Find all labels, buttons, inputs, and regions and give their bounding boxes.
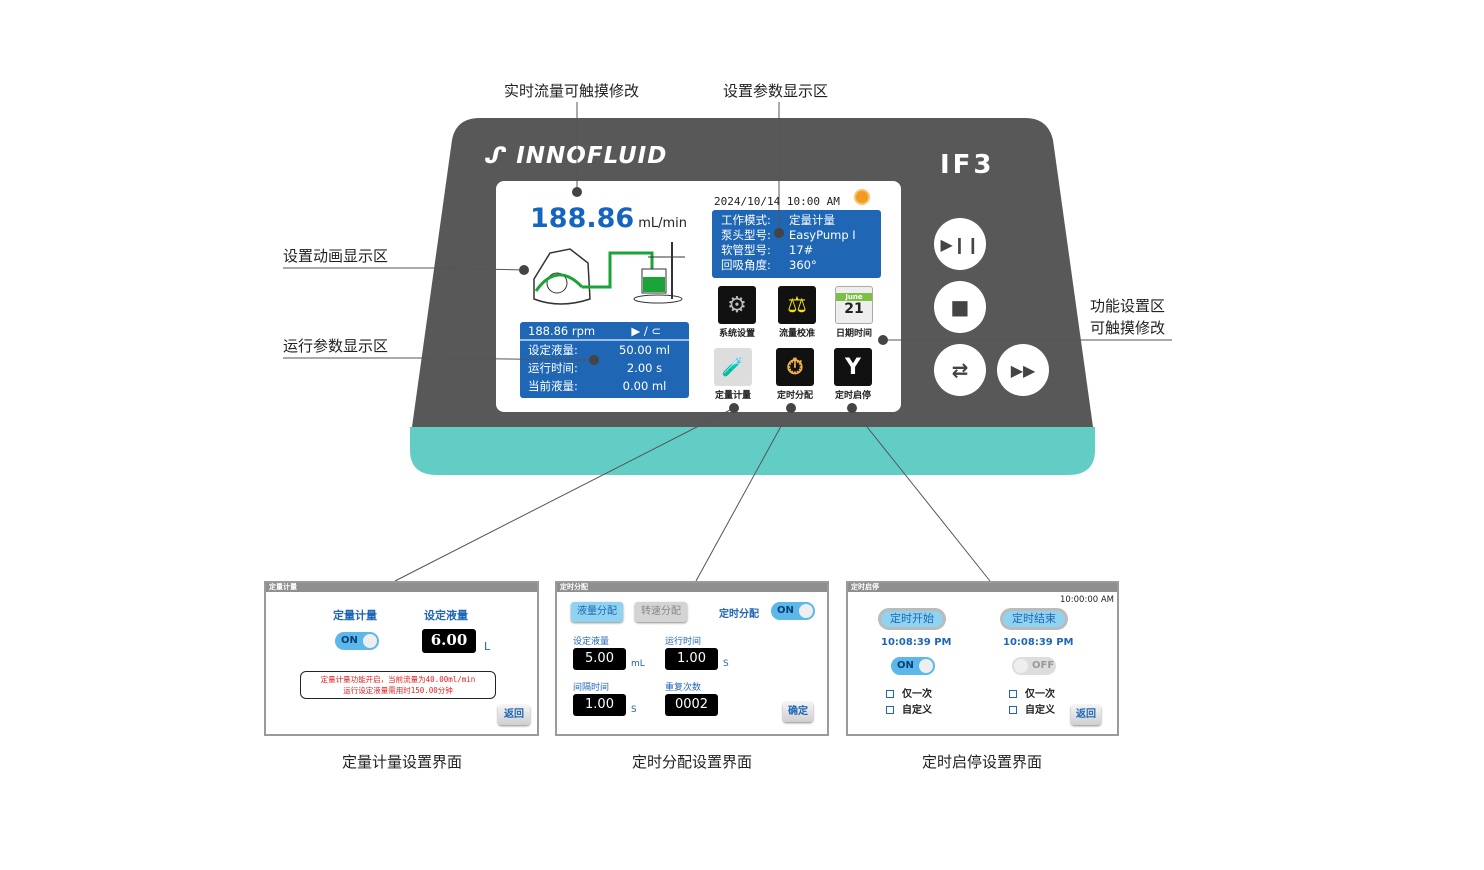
fast-forward-icon: ▶▶: [1010, 360, 1036, 380]
scale-icon: ⚖: [778, 286, 816, 324]
end-toggle[interactable]: OFF: [1012, 657, 1056, 675]
run-time-unit: S: [723, 659, 729, 669]
run-state: ▶ / ⊂: [631, 324, 661, 338]
model-label: IF3: [940, 150, 995, 180]
param-row: 回吸角度:360°: [721, 258, 817, 272]
run-row: 当前液量:0.00 ml: [528, 379, 667, 393]
func-dosing[interactable]: 🧪定量计量: [709, 348, 757, 401]
caption-dosing: 定量计量设置界面: [341, 753, 462, 771]
stopwatch-icon: ⏱: [776, 348, 814, 386]
func-system-settings[interactable]: ⚙系统设置: [713, 286, 761, 339]
start-custom-checkbox[interactable]: 自定义: [886, 701, 932, 716]
volume-input[interactable]: 6.00: [422, 629, 476, 653]
param-row: 软管型号:17#: [721, 243, 814, 257]
alarm-clock-icon[interactable]: [854, 189, 870, 205]
dosing-panel: 定量计量 定量计量 设定液量 ON 6.00 L 定量计量功能开启，当前流量为4…: [264, 581, 539, 736]
callout-run-param-display: 运行参数显示区: [283, 337, 389, 355]
run-param-display: 188.86 rpm ▶ / ⊂ 设定液量:50.00 ml 运行时间:2.00 …: [520, 322, 689, 398]
tab-volume-dispense[interactable]: 液量分配: [571, 602, 623, 622]
pump-animation: [533, 242, 685, 305]
func-flow-calibration[interactable]: ⚖流量校准: [773, 286, 821, 339]
repeat-label: 重复次数: [665, 683, 702, 693]
brand-logo: ᔑ INNOFLUID: [485, 143, 668, 169]
back-button[interactable]: 返回: [498, 705, 530, 725]
clock-readout: 10:00:00 AM: [1059, 595, 1114, 605]
run-row: 设定液量:50.00 ml: [528, 343, 670, 357]
param-display: 工作模式:定量计量 泵头型号:EasyPump I 软管型号:17# 回吸角度:…: [712, 210, 881, 278]
caption-timed-start-stop: 定时启停设置界面: [921, 753, 1042, 771]
confirm-button[interactable]: 确定: [783, 702, 813, 722]
timed-dispense-panel: 定时分配 液量分配 转速分配 定时分配 ON 设定液量 5.00 mL 运行时间…: [555, 581, 829, 736]
repeat-input[interactable]: 0002: [665, 694, 718, 716]
start-toggle[interactable]: ON: [891, 657, 935, 675]
timed-dispense-toggle[interactable]: ON: [771, 602, 815, 620]
panel-header: 定时启停: [848, 583, 1117, 592]
end-once-checkbox[interactable]: 仅一次: [1009, 685, 1055, 700]
panel-header: 定量计量: [266, 583, 537, 592]
rpm-value: 188.86 rpm: [528, 324, 596, 338]
device-base: [410, 427, 1095, 475]
set-volume-input[interactable]: 5.00: [573, 648, 626, 670]
callout-realtime-flow: 实时流量可触摸修改: [504, 82, 640, 100]
flask-icon: 🧪: [714, 348, 752, 386]
callout-function-area-touch: 可触摸修改: [1090, 319, 1166, 337]
stop-icon: ■: [950, 295, 970, 319]
param-row: 泵头型号:EasyPump I: [721, 228, 856, 242]
start-once-checkbox[interactable]: 仅一次: [886, 685, 932, 700]
run-time-label: 运行时间: [665, 637, 702, 647]
caption-timed-dispense: 定时分配设置界面: [631, 753, 752, 771]
play-pause-icon: ▶❙❙: [940, 234, 980, 254]
callout-function-area: 功能设置区: [1090, 297, 1166, 315]
func-timed-dispense[interactable]: ⏱定时分配: [771, 348, 819, 401]
end-custom-checkbox[interactable]: 自定义: [1009, 701, 1055, 716]
tab-speed-dispense[interactable]: 转速分配: [635, 602, 687, 622]
timed-dispense-toggle-label: 定时分配: [719, 609, 759, 620]
volume-unit: L: [484, 640, 491, 653]
dosing-toggle[interactable]: ON: [335, 632, 379, 650]
logo-icon: ᔑ: [485, 143, 517, 169]
fast-forward-button[interactable]: ▶▶: [997, 344, 1049, 396]
timed-start-button[interactable]: 定时开始: [878, 608, 946, 630]
set-volume-label: 设定液量: [573, 637, 610, 647]
gear-icon: ⚙: [718, 286, 756, 324]
clock-icon: Y: [834, 348, 872, 386]
timed-start-stop-panel: 定时启停 10:00:00 AM 定时开始 10:08:39 PM ON 仅一次…: [846, 581, 1119, 736]
play-pause-button[interactable]: ▶❙❙: [934, 218, 986, 270]
end-time[interactable]: 10:08:39 PM: [1003, 637, 1074, 648]
interval-unit: S: [631, 705, 637, 715]
back-button[interactable]: 返回: [1071, 705, 1101, 725]
reverse-button[interactable]: ⇄: [934, 344, 986, 396]
set-volume-unit: mL: [631, 659, 645, 669]
panel-header: 定时分配: [557, 583, 827, 592]
dosing-toggle-label: 定量计量: [333, 609, 377, 622]
datetime: 2024/10/14 10:00 AM: [714, 195, 840, 208]
volume-label: 设定液量: [424, 609, 468, 622]
reverse-icon: ⇄: [951, 358, 969, 382]
interval-input[interactable]: 1.00: [573, 694, 626, 716]
start-time[interactable]: 10:08:39 PM: [881, 637, 952, 648]
stop-button[interactable]: ■: [934, 281, 986, 333]
callout-param-display: 设置参数显示区: [723, 82, 829, 100]
timed-end-button[interactable]: 定时结束: [1000, 608, 1068, 630]
run-row: 运行时间:2.00 s: [528, 361, 663, 375]
run-time-input[interactable]: 1.00: [665, 648, 718, 670]
interval-label: 间隔时间: [573, 683, 610, 693]
callout-animation-display: 设置动画显示区: [283, 247, 389, 265]
param-row: 工作模式:定量计量: [721, 213, 835, 227]
